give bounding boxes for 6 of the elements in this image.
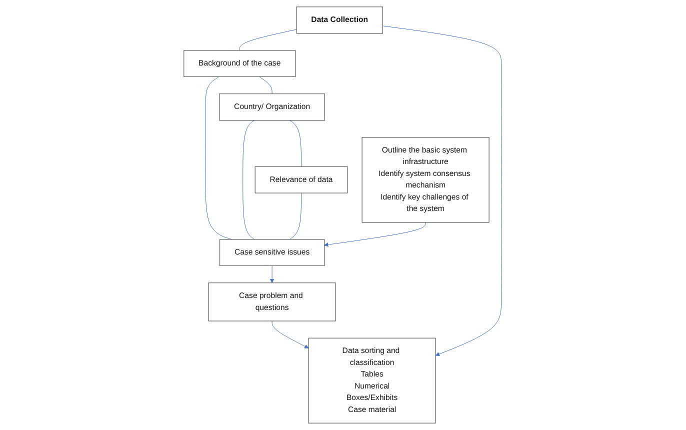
connector: [240, 29, 298, 51]
connector: [290, 120, 302, 167]
connector: [243, 120, 255, 240]
connector: [259, 76, 273, 94]
connector: [290, 192, 302, 240]
connector: [206, 76, 232, 240]
